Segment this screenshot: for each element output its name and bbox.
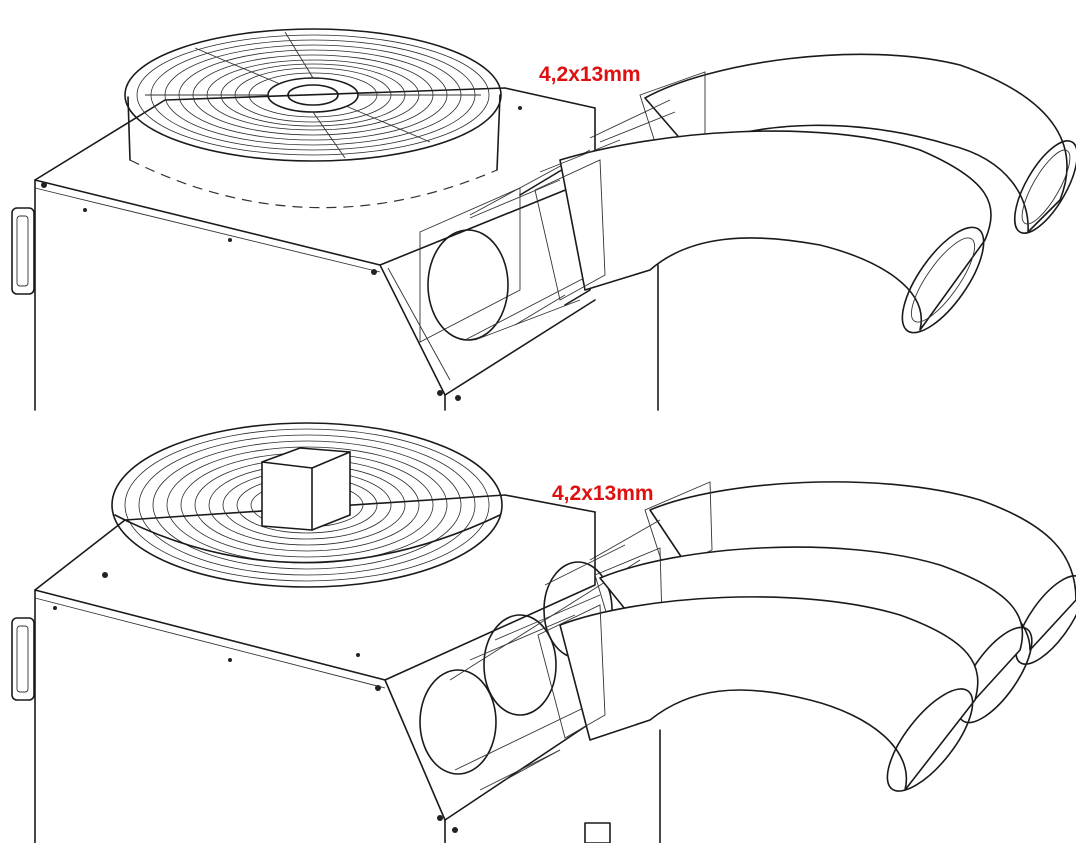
top-flexible-duct-front bbox=[534, 130, 992, 334]
top-screw-leader-lines bbox=[469, 99, 676, 341]
top-side-handle-icon bbox=[11, 207, 35, 295]
screw-size-callout-top: 4,2x13mm bbox=[539, 63, 641, 86]
top-screw-holes bbox=[41, 106, 522, 401]
top-cabinet-body bbox=[34, 87, 659, 411]
bottom-flexible-duct-front bbox=[537, 596, 979, 792]
bottom-side-handle-icon bbox=[11, 617, 35, 701]
bottom-cabinet-body bbox=[34, 494, 661, 843]
bottom-screw-holes bbox=[53, 572, 458, 833]
bottom-unit-view bbox=[11, 422, 1076, 843]
screw-size-callout-bottom: 4,2x13mm bbox=[552, 482, 654, 505]
top-fan-grille-icon bbox=[124, 28, 502, 162]
bottom-fan-motor-box bbox=[261, 447, 351, 531]
top-unit-view bbox=[11, 28, 1076, 411]
bottom-screw-leader-lines bbox=[469, 519, 661, 791]
